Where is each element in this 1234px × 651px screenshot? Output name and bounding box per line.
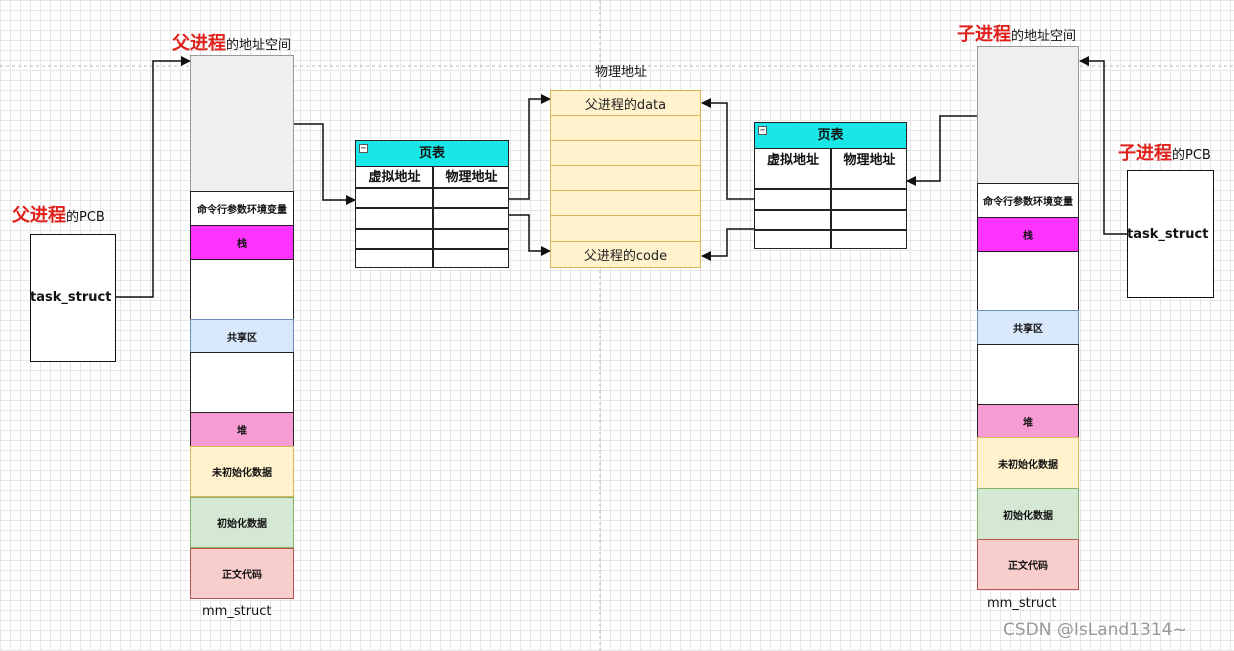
parent-task-struct-label: task_struct xyxy=(30,290,112,305)
parent-segment-gap-lower xyxy=(190,352,294,413)
parent-pcb-title-rest: 的PCB xyxy=(66,210,105,225)
csdn-watermark: CSDN @IsLand1314~ xyxy=(1003,620,1187,640)
child-pcb-title-rest: 的PCB xyxy=(1172,148,1211,163)
right-page-table-col-divider xyxy=(830,149,832,249)
right-page-table-col-physical: 物理地址 xyxy=(843,153,896,168)
left-page-table-row-line xyxy=(356,207,508,209)
physical-cell xyxy=(550,165,701,191)
child-segment-text: 正文代码 xyxy=(977,539,1079,590)
child-segment-heap: 堆 xyxy=(977,404,1079,438)
parent-mm-to-pagetable-arrow xyxy=(294,123,356,205)
parent-mm-upper-block xyxy=(190,55,294,192)
physical-cell-parent-data: 父进程的data xyxy=(550,90,701,116)
physical-cell-parent-code: 父进程的code xyxy=(550,241,701,268)
left-page-table-col-physical: 物理地址 xyxy=(445,170,498,185)
child-pcb-to-mm-arrow xyxy=(1079,56,1127,235)
child-mm-upper-block xyxy=(977,46,1079,184)
parent-pcb-box xyxy=(30,234,116,362)
child-segment-gap-lower xyxy=(977,344,1079,405)
child-pcb-title: 子进程的PCB xyxy=(1118,143,1211,164)
right-pagetable-to-data-arrow xyxy=(701,98,754,200)
parent-title-rest: 的地址空间 xyxy=(226,38,292,53)
right-page-table-row-line xyxy=(755,229,906,231)
child-segment-stack: 栈 xyxy=(977,217,1079,252)
left-page-table-row-line xyxy=(356,248,508,250)
left-page-table-title: 页表 xyxy=(418,146,445,161)
parent-pcb-title: 父进程的PCB xyxy=(12,205,105,226)
right-page-table-row-line xyxy=(755,188,906,190)
parent-segment-data: 初始化数据 xyxy=(190,497,294,548)
left-page-table-header: 页表 − xyxy=(356,141,508,167)
left-page-table-col-virtual: 虚拟地址 xyxy=(368,170,421,185)
parent-segment-stack: 栈 xyxy=(190,225,294,260)
parent-mm-struct-label: mm_struct xyxy=(202,604,272,619)
right-pagetable-to-code-arrow xyxy=(701,228,754,261)
physical-cell xyxy=(550,115,701,141)
left-page-table-row-line xyxy=(356,228,508,230)
child-title-rest: 的地址空间 xyxy=(1011,29,1077,44)
child-pcb-box xyxy=(1127,170,1214,298)
parent-segment-heap: 堆 xyxy=(190,412,294,447)
right-page-table-title: 页表 xyxy=(817,128,844,143)
left-page-table-col-divider xyxy=(432,167,434,267)
left-page-table: 页表 − 虚拟地址 物理地址 xyxy=(355,140,509,268)
right-page-table-collapse-icon[interactable]: − xyxy=(758,126,767,135)
right-page-table: 页表 − 虚拟地址 物理地址 xyxy=(754,122,907,249)
right-page-table-col-virtual: 虚拟地址 xyxy=(766,153,819,168)
right-page-table-row-line xyxy=(755,209,906,211)
parent-title-red: 父进程 xyxy=(172,33,226,54)
parent-segment-gap-upper xyxy=(190,259,294,320)
physical-cell xyxy=(550,190,701,216)
left-page-table-collapse-icon[interactable]: − xyxy=(359,144,368,153)
child-pcb-title-red: 子进程 xyxy=(1118,143,1172,164)
parent-segment-text: 正文代码 xyxy=(190,548,294,599)
parent-pcb-title-red: 父进程 xyxy=(12,205,66,226)
child-title-red: 子进程 xyxy=(957,24,1011,45)
child-segment-data: 初始化数据 xyxy=(977,488,1079,540)
parent-segment-cmdline-env: 命令行参数环境变量 xyxy=(190,191,294,226)
child-mm-struct-label: mm_struct xyxy=(987,596,1057,611)
parent-address-space-title: 父进程的地址空间 xyxy=(172,33,292,54)
child-segment-gap-upper xyxy=(977,251,1079,311)
child-segment-bss: 未初始化数据 xyxy=(977,437,1079,489)
left-page-table-row-line xyxy=(356,187,508,189)
child-segment-cmdline-env: 命令行参数环境变量 xyxy=(977,183,1079,218)
parent-pcb-to-mm-arrow xyxy=(116,56,191,298)
pagetable-to-code-arrow xyxy=(509,214,551,256)
parent-segment-bss: 未初始化数据 xyxy=(190,446,294,497)
child-mm-to-pagetable-arrow xyxy=(906,115,977,186)
child-segment-shared: 共享区 xyxy=(977,310,1079,345)
right-page-table-header: 页表 − xyxy=(755,123,906,149)
physical-cell xyxy=(550,215,701,242)
child-address-space-title: 子进程的地址空间 xyxy=(957,24,1077,45)
physical-cell xyxy=(550,140,701,166)
pagetable-to-data-arrow xyxy=(509,94,551,200)
physical-memory-title: 物理地址 xyxy=(595,65,648,80)
parent-segment-shared: 共享区 xyxy=(190,319,294,353)
child-task-struct-label: task_struct xyxy=(1127,227,1209,242)
